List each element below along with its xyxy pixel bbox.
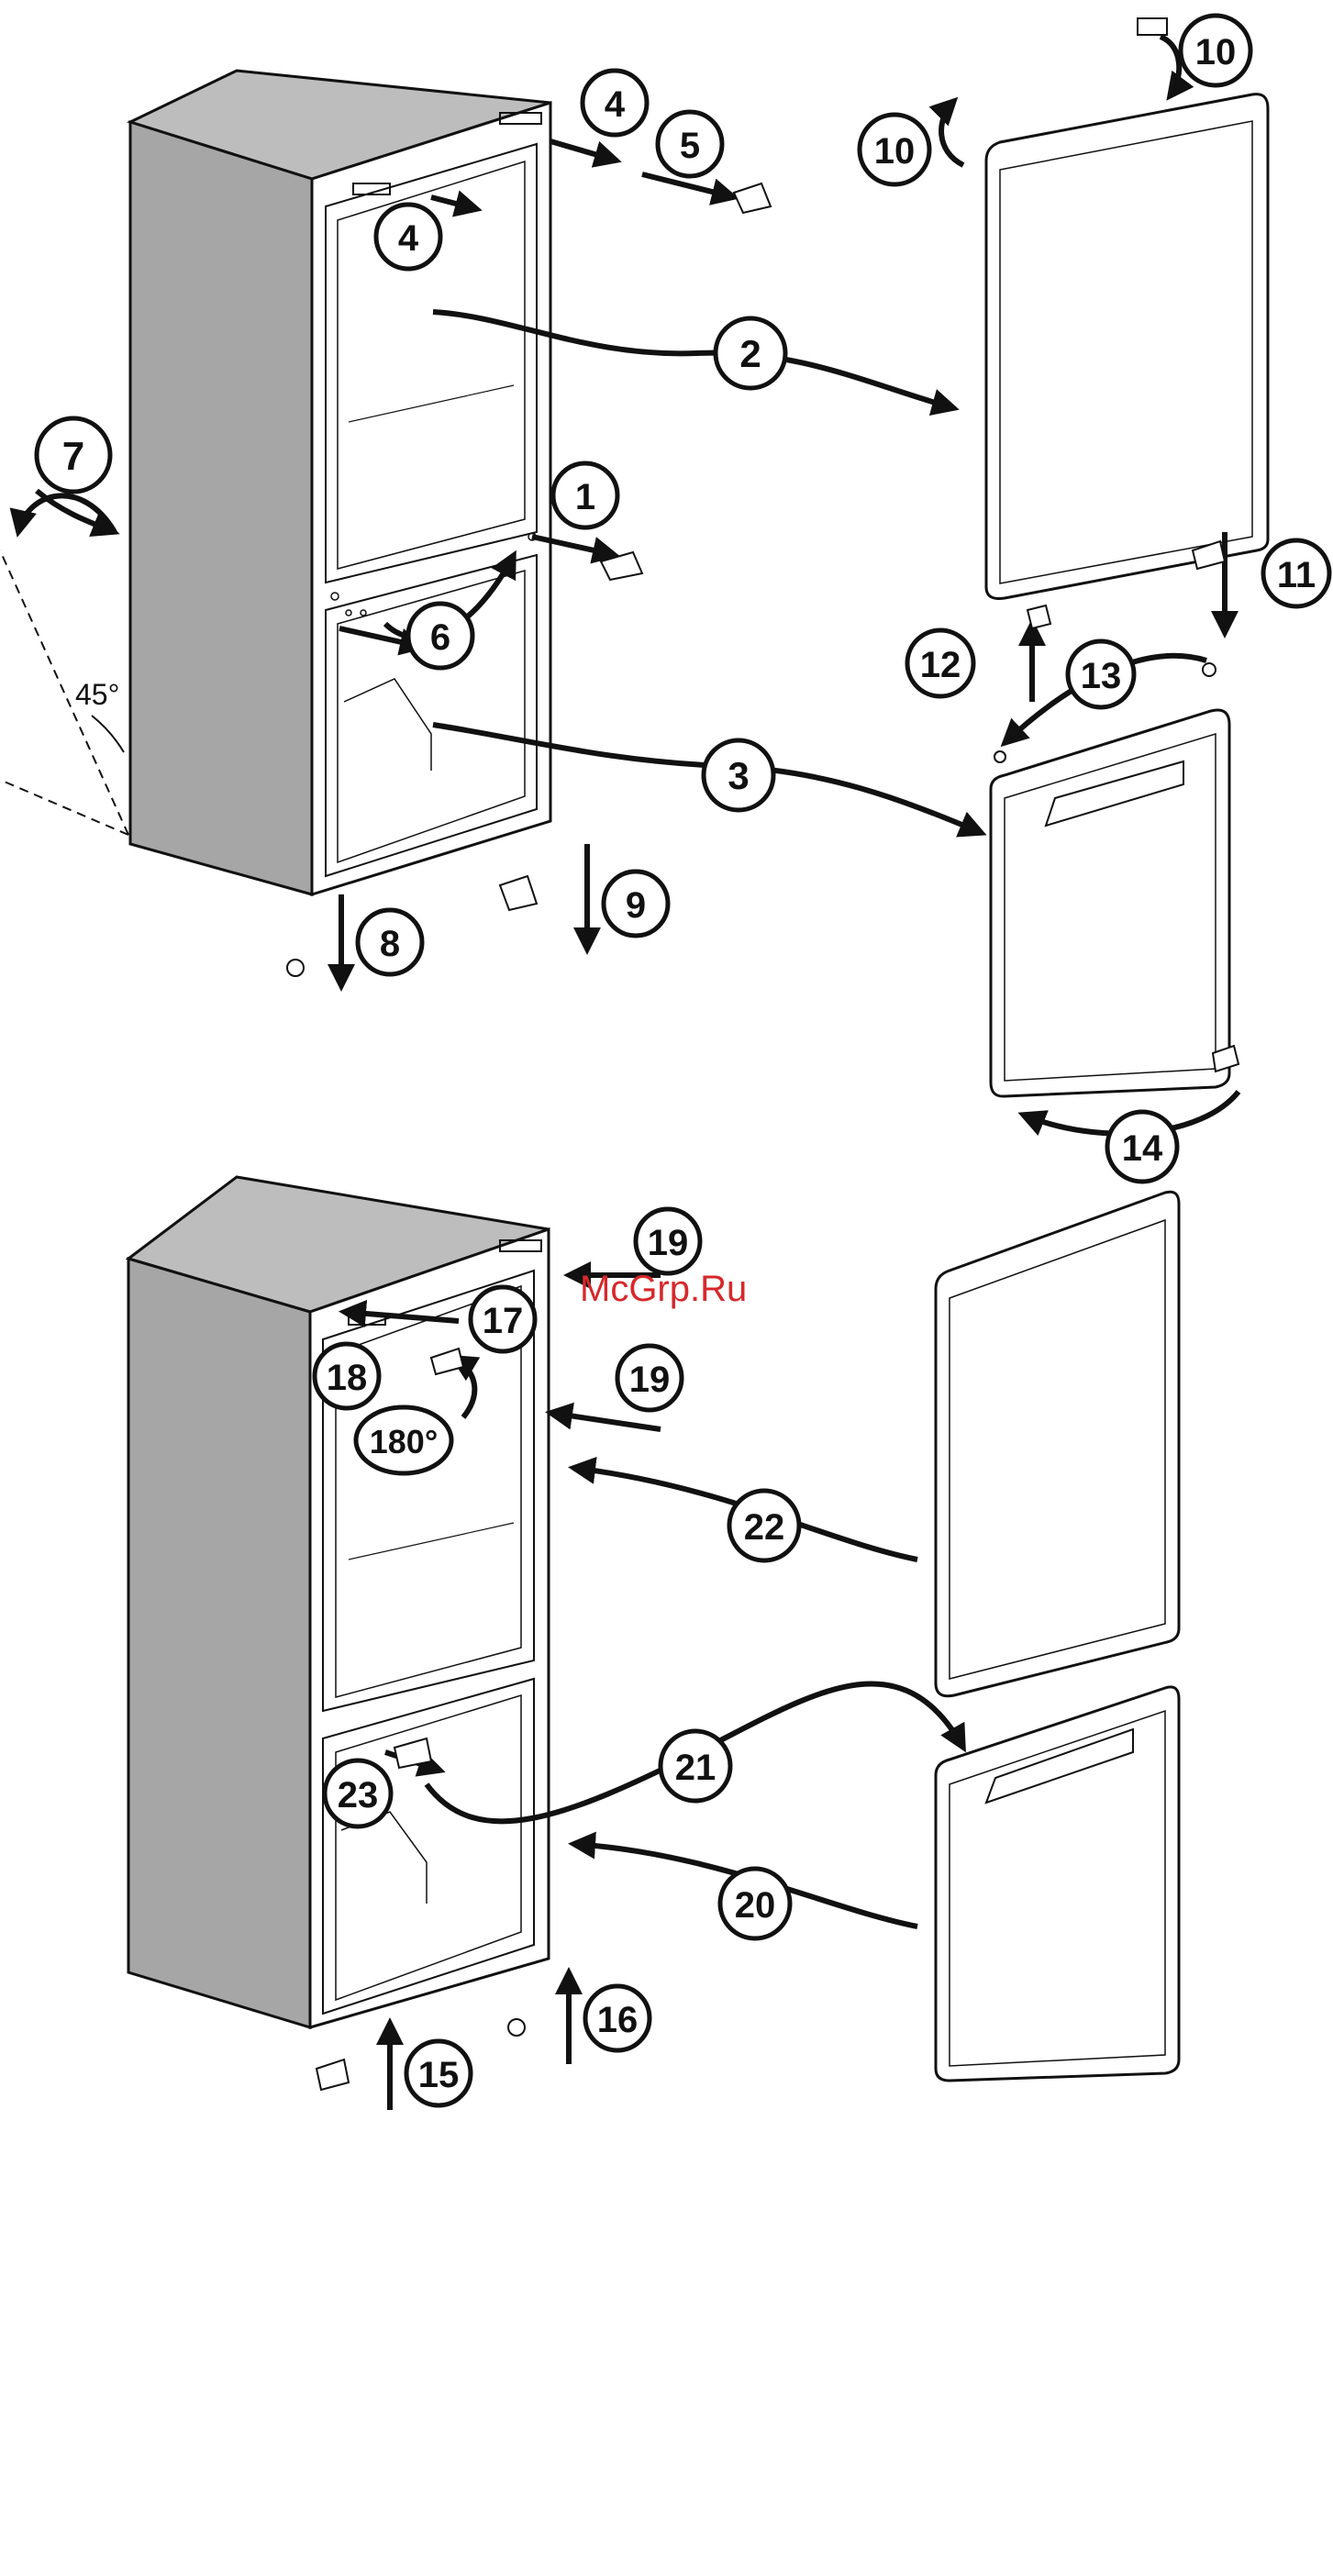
- step-s4a: 4: [583, 71, 647, 135]
- step-label: 13: [1081, 656, 1122, 696]
- door-lower-refit: [936, 1687, 1179, 2081]
- step-label: 7: [62, 434, 84, 479]
- door-lower-removed: [991, 710, 1229, 1096]
- step-label: 19: [629, 1360, 671, 1400]
- step-s19b: 19: [617, 1346, 682, 1410]
- step-s11: 11: [1263, 540, 1329, 606]
- step-s6: 6: [408, 604, 472, 668]
- door-upper-removed: [986, 18, 1268, 599]
- step-label: 14: [1122, 1128, 1163, 1169]
- watermark: McGrp.Ru: [580, 1269, 747, 1309]
- step-s18: 18: [315, 1344, 379, 1408]
- step-s10b: 10: [1181, 16, 1250, 85]
- step-label: 1: [575, 477, 595, 517]
- step-label: 11: [1277, 555, 1316, 595]
- step-label: 4: [605, 84, 626, 125]
- rotation-label: 180°: [370, 1423, 438, 1460]
- fridge-top: [130, 71, 550, 894]
- step-label: 4: [398, 218, 419, 259]
- step-label: 2: [739, 332, 761, 375]
- step-s7: 7: [37, 418, 110, 492]
- step-label: 3: [728, 754, 749, 797]
- step-label: 22: [744, 1507, 785, 1548]
- step-label: 20: [735, 1885, 776, 1926]
- step-s15: 15: [406, 2041, 471, 2105]
- step-label: 8: [380, 924, 400, 964]
- step-label: 6: [430, 617, 450, 658]
- step-s22: 22: [729, 1491, 799, 1560]
- step-label: 9: [626, 885, 646, 926]
- step-label: 10: [874, 131, 916, 172]
- angle-label: 45°: [75, 678, 119, 711]
- step-s3: 3: [704, 740, 773, 810]
- step-s23: 23: [325, 1760, 391, 1827]
- step-label: 23: [338, 1775, 379, 1815]
- step-s20: 20: [720, 1869, 790, 1938]
- step-label: 17: [483, 1301, 524, 1341]
- step-s13: 13: [1068, 641, 1134, 707]
- step-s1: 1: [553, 463, 617, 527]
- step-label: 21: [675, 1748, 716, 1788]
- step-s19a: 19: [636, 1209, 700, 1273]
- step-s16: 16: [585, 1986, 650, 2050]
- step-s4b: 4: [376, 205, 440, 269]
- step-s2: 2: [716, 318, 785, 388]
- step-s9: 9: [604, 872, 668, 936]
- step-s14: 14: [1107, 1112, 1177, 1182]
- step-label: 18: [327, 1358, 368, 1398]
- step-label: 15: [418, 2055, 460, 2095]
- step-label: 10: [1195, 32, 1237, 72]
- step-s21: 21: [661, 1731, 730, 1801]
- step-label: 19: [648, 1223, 689, 1263]
- step-s5: 5: [658, 112, 722, 176]
- step-label: 5: [680, 126, 700, 166]
- step-s12: 12: [907, 630, 973, 696]
- door-upper-refit: [936, 1192, 1179, 1696]
- step-s8: 8: [358, 910, 422, 974]
- step-s10a: 10: [860, 115, 929, 184]
- step-label: 12: [920, 645, 961, 685]
- step-s17: 17: [471, 1287, 535, 1351]
- step-label: 16: [597, 2000, 639, 2040]
- step-rotation: 180°: [356, 1407, 451, 1473]
